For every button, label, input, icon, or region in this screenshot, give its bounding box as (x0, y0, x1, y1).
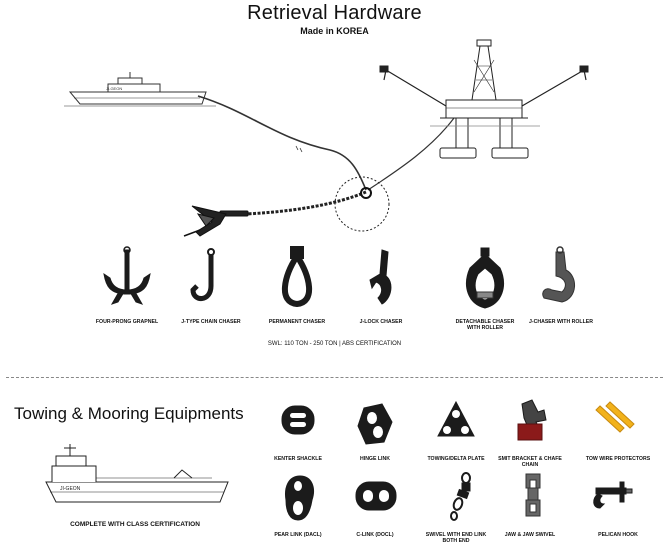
hinge-link-icon (357, 403, 393, 445)
towing-equipment-row-2 (285, 472, 633, 521)
caption-jaw-swivel: JAW & JAW SWIVEL (504, 532, 556, 538)
pelican-hook-icon (593, 481, 633, 509)
c-link-icon (355, 481, 397, 511)
j-roller-icon (542, 246, 575, 303)
caption-c-link: C-LINK (DOCL) (356, 532, 394, 538)
caption-four-prong-grapnel: FOUR-PRONG GRAPNEL (95, 319, 159, 325)
smit-bracket-icon (517, 399, 547, 441)
anchor-icon (183, 205, 249, 237)
swl-spec-line: SWL: 110 TON - 250 TON | ABS CERTIFICATI… (267, 341, 402, 347)
caption-pelican-hook: PELICAN HOOK (598, 532, 638, 538)
offshore-platform-icon (379, 39, 589, 159)
pear-ring-icon (281, 246, 313, 308)
caption-kenter-shackle: KENTER SHACKLE (274, 456, 322, 462)
towing-vessel-icon: JI-GEON (45, 444, 229, 503)
supply-vessel-icon: JI-GEON (64, 72, 216, 107)
delta-plate-icon (437, 400, 475, 437)
class-certification-note: COMPLETE WITH CLASS CERTIFICATION (70, 521, 200, 528)
j-lock-icon (369, 249, 392, 305)
caption-detachable-chaser: DETACHABLE CHASER WITH ROLLER (455, 319, 515, 331)
pear-link-icon (285, 475, 314, 521)
j-hook-icon (190, 248, 215, 301)
caption-j-chaser-with-roller: J-CHASER WITH ROLLER (529, 319, 593, 325)
caption-smit-bracket: SMIT BRACKET & CHAFE CHAIN (498, 456, 562, 468)
swivel-icon (450, 472, 471, 521)
caption-tow-wire-protectors: TOW WIRE PROTECTORS (585, 456, 651, 462)
jaw-swivel-icon (525, 473, 541, 517)
section-divider (6, 377, 663, 378)
retrieval-hardware-row (103, 246, 575, 309)
caption-towing-delta-plate: TOWING/DELTA PLATE (427, 456, 485, 462)
kenter-shackle-icon (281, 405, 315, 435)
retrieval-wire (197, 95, 367, 191)
chaser-highlight-circle (334, 176, 390, 232)
towing-section-title: Towing & Mooring Equipments (14, 404, 244, 423)
grapnel-icon (103, 246, 151, 305)
caption-hinge-link: HINGE LINK (360, 456, 390, 462)
detachable-chaser-icon (466, 247, 504, 309)
caption-swivel-end-link: SWIVEL WITH END LINK BOTH END (425, 532, 487, 544)
anchor-chain (244, 190, 367, 216)
caption-j-type-chain-chaser: J-TYPE CHAIN CHASER (181, 319, 241, 325)
caption-permanent-chaser: PERMANENT CHASER (268, 319, 326, 325)
page-title: Retrieval Hardware (247, 2, 422, 24)
wire-protector-icon (595, 401, 635, 433)
towing-equipment-row-1 (281, 399, 635, 445)
vessel-name-label: JI-GEON (106, 86, 122, 91)
page-subtitle: Made in KOREA (300, 26, 369, 36)
caption-j-lock-chaser: J-LOCK CHASER (359, 319, 403, 325)
retrieval-operation-illustration: JI-GEON (64, 39, 589, 237)
caption-pear-link: PEAR LINK (DACL) (274, 532, 322, 538)
svg-text:JI-GEON: JI-GEON (60, 486, 81, 492)
mooring-line (367, 117, 455, 191)
